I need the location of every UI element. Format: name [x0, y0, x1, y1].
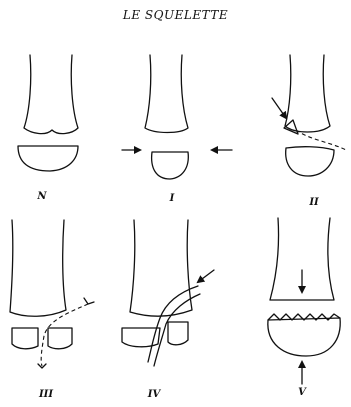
panel-i: [122, 55, 232, 179]
metaphysis-shaft: [145, 55, 188, 133]
panel-ii: [272, 55, 346, 176]
epiphysis: [18, 146, 78, 171]
epiphysis: [152, 152, 189, 179]
metaphysis-shaft: [24, 55, 78, 134]
panel-label-n: N: [37, 191, 46, 202]
metaphysis-shaft: [130, 220, 192, 316]
epiphysis-fragment-right: [48, 328, 72, 349]
epiphysis: [286, 147, 334, 176]
panel-label-i: I: [170, 193, 175, 204]
injury-arrow: [272, 98, 286, 118]
panel-v: [268, 218, 340, 384]
panel-label-v: V: [298, 387, 306, 398]
panel-n: [18, 55, 78, 171]
epiphysis-fragment-left: [12, 328, 38, 349]
panel-label-iii: III: [39, 389, 53, 400]
epiphysis: [268, 318, 340, 356]
epiphysis-fragment-right: [168, 322, 188, 345]
metaphysis-shaft: [10, 220, 66, 316]
injury-arrow: [198, 270, 214, 282]
panel-iv: [122, 220, 214, 366]
line-tick: [84, 298, 94, 304]
panel-iii: [10, 220, 94, 368]
figure-title: LE SQUELETTE: [0, 8, 351, 22]
panel-label-ii: II: [309, 197, 318, 208]
panel-label-iv: IV: [148, 389, 160, 400]
fracture-line-2: [154, 294, 200, 366]
